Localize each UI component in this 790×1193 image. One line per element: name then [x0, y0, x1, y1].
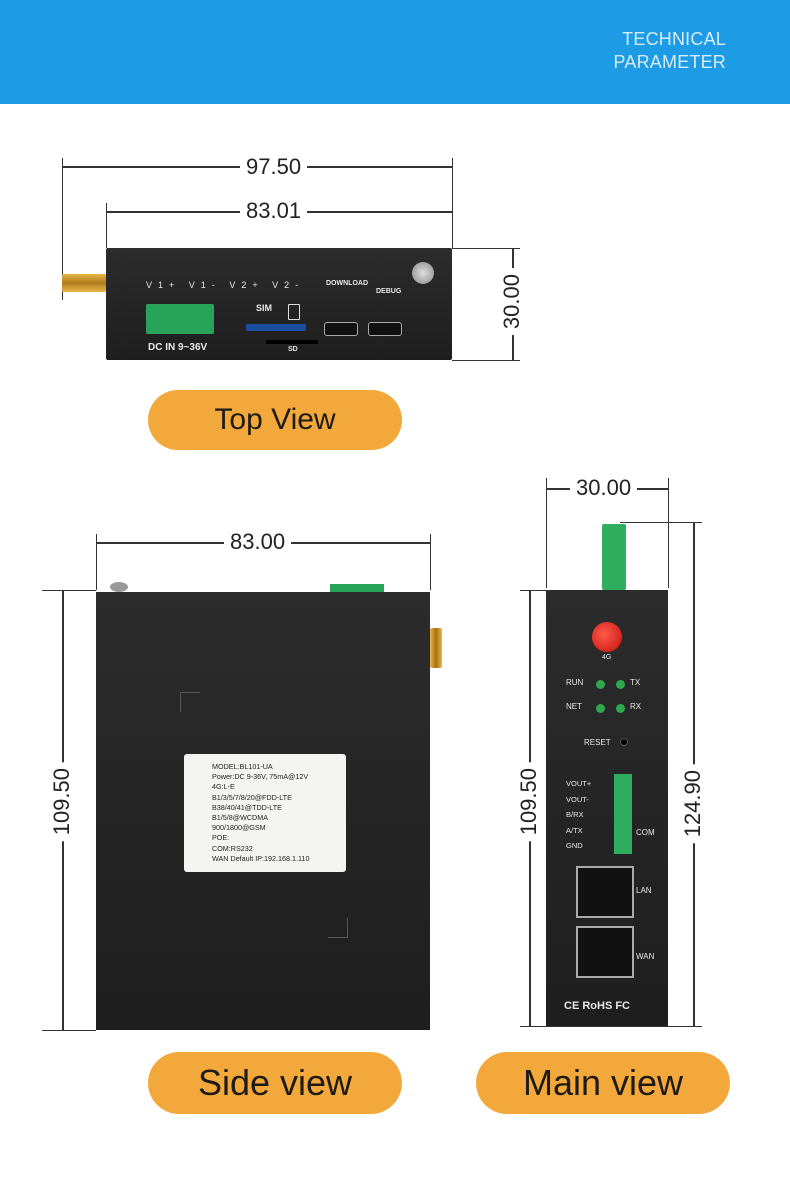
com-pin-label: VOUT- — [566, 794, 589, 804]
led-tx-icon — [616, 680, 625, 689]
main-dim-width: 30.00 — [570, 476, 638, 500]
spec-line: B1/3/5/7/8/20@FDD-LTE — [212, 792, 292, 802]
main-dim-extension-left — [546, 478, 547, 588]
terminal-label-v2minus: V2- — [272, 280, 305, 290]
debug-port — [368, 322, 402, 336]
reset-button[interactable] — [620, 738, 628, 746]
antenna-connector-icon — [62, 274, 108, 292]
main-dim-extension-bottom — [520, 1026, 702, 1027]
lan-port — [576, 866, 634, 918]
com-pin-labels: VOUT+ VOUT- B/RX A/TX GND — [566, 776, 591, 854]
side-dim-extension-left — [96, 534, 97, 590]
corner-mark-br — [328, 918, 348, 938]
banner-title-line2: PARAMETER — [613, 52, 726, 72]
sim-slot — [246, 324, 306, 331]
dim-extension-top — [452, 248, 520, 249]
com-pin-label: B/RX — [566, 810, 584, 819]
side-dim-height: 109.50 — [49, 762, 74, 842]
main-dim-extension-right — [668, 478, 669, 588]
ground-screw-icon — [412, 262, 434, 284]
download-port — [324, 322, 358, 336]
spec-line: B38/40/41@TDD-LTE — [212, 802, 282, 812]
com-pin-label: GND — [566, 841, 583, 850]
wan-label: WAN — [636, 952, 655, 961]
side-dim-width: 83.00 — [224, 530, 292, 554]
certification-marks: CE RoHS FC — [564, 1000, 630, 1012]
main-top-terminal — [602, 524, 626, 590]
terminal-labels: V1+ V1- V2+ V2- — [146, 280, 304, 290]
download-label: DOWNLOAD — [326, 280, 368, 287]
led-run-icon — [596, 680, 605, 689]
com-terminal-block — [614, 774, 632, 854]
dim-extension-left — [62, 158, 63, 300]
led-tx-label: TX — [630, 678, 641, 687]
antenna-label: 4G — [602, 654, 612, 661]
main-view-caption: Main view — [476, 1052, 730, 1114]
com-pin-label: VOUT+ — [566, 779, 592, 788]
spec-line: COM:RS232 — [212, 843, 253, 853]
com-label: COM — [636, 828, 655, 837]
debug-label: DEBUG — [376, 288, 402, 295]
power-input-label: DC IN 9~36V — [148, 342, 208, 353]
dim-body-width: 83.01 — [240, 199, 308, 223]
spec-line: 900/1800@GSM — [212, 823, 266, 833]
power-terminal-block — [146, 304, 214, 334]
antenna-port-icon — [592, 622, 622, 652]
sim-label: SIM — [256, 303, 273, 313]
side-dim-extension-bottom — [42, 1030, 96, 1031]
corner-mark-tl — [180, 692, 200, 712]
top-view-device: V1+ V1- V2+ V2- DC IN 9~36V SIM SD DOWNL… — [106, 248, 452, 360]
side-view-caption: Side view — [148, 1052, 402, 1114]
led-rx-label: RX — [630, 702, 642, 711]
sd-card-icon — [288, 304, 300, 320]
lan-label: LAN — [636, 886, 652, 895]
wan-port — [576, 926, 634, 978]
main-dim-total-height: 124.90 — [680, 764, 705, 844]
spec-line: B1/5/8@WCDMA — [212, 813, 269, 823]
terminal-label-v2plus: V2+ — [229, 280, 264, 290]
sd-slot — [266, 340, 318, 344]
spec-line: WAN Default IP:192.168.1.110 — [212, 853, 310, 863]
device-spec-label: MODEL:BL101-UA Power:DC 9-36V, 75mA@12V … — [184, 754, 346, 872]
sd-label: SD — [288, 346, 298, 353]
header-banner: TECHNICAL PARAMETER — [0, 0, 790, 104]
com-pin-label: A/TX — [566, 825, 583, 835]
dim-extension-body — [106, 203, 107, 248]
top-view-caption: Top View — [148, 390, 402, 450]
side-dim-extension-right — [430, 534, 431, 590]
side-terminal-hint — [330, 584, 384, 594]
dim-height: 30.00 — [499, 268, 524, 336]
dim-extension-bottom — [452, 360, 520, 361]
main-view-device: 4G RUN TX NET RX RESET VOUT+ VOUT- B/RX … — [546, 590, 668, 1026]
led-net-label: NET — [566, 702, 582, 711]
led-rx-icon — [616, 704, 625, 713]
main-dim-extension-body-top — [520, 590, 546, 591]
spec-line: MODEL:BL101-UA — [212, 762, 273, 771]
main-dim-extension-total-top — [620, 522, 702, 523]
led-net-icon — [596, 704, 605, 713]
spec-line: Power:DC 9-36V, 75mA@12V — [212, 772, 309, 782]
dim-extension-right — [452, 158, 453, 248]
dim-overall-width: 97.50 — [240, 155, 308, 179]
spec-line: POE: — [212, 833, 230, 843]
side-dim-extension-top — [42, 590, 96, 591]
led-run-label: RUN — [566, 678, 584, 687]
spec-line: 4G:L-E — [212, 782, 235, 792]
terminal-label-v1minus: V1- — [188, 280, 221, 290]
side-screw-hint — [110, 582, 128, 592]
side-antenna-icon — [430, 628, 442, 668]
banner-title: TECHNICAL PARAMETER — [614, 28, 726, 74]
main-dim-body-height: 109.50 — [516, 762, 541, 842]
reset-label: RESET — [584, 738, 611, 747]
banner-title-line1: TECHNICAL — [622, 29, 726, 49]
side-view-device: MODEL:BL101-UA Power:DC 9-36V, 75mA@12V … — [96, 592, 430, 1030]
terminal-label-v1plus: V1+ — [146, 280, 181, 290]
